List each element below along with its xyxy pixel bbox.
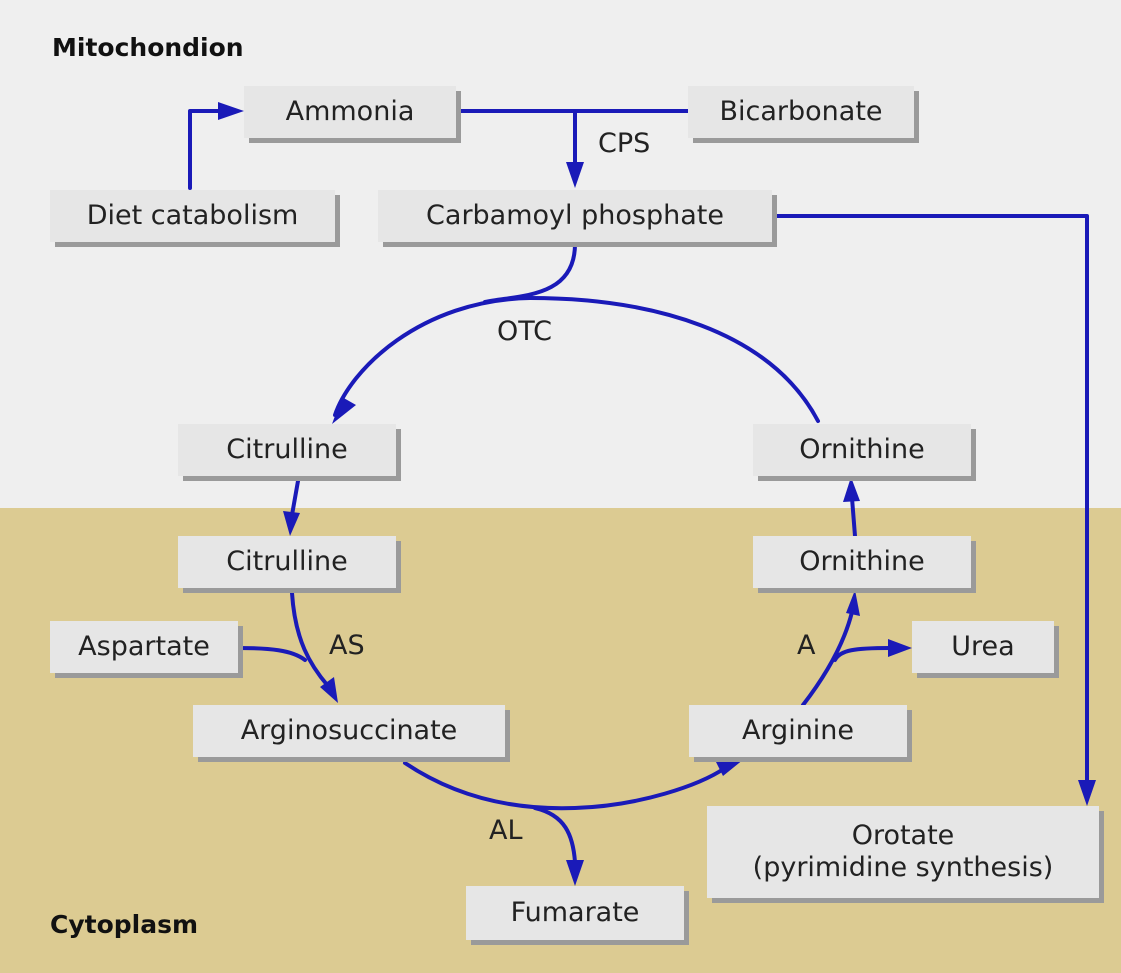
carbamoyl-phosphate-label: Carbamoyl phosphate: [426, 199, 724, 231]
bicarbonate-label: Bicarbonate: [719, 95, 883, 127]
carbamoyl-to-cycle-line: [483, 242, 577, 304]
ammonia-node: Ammonia: [244, 86, 456, 138]
fumarate-output-line: [533, 806, 577, 864]
citrulline-transport-arrowhead: [283, 511, 300, 536]
citrulline-cyto-node: Citrulline: [178, 536, 396, 588]
arginase-arc: [801, 610, 854, 707]
arginine-node: Arginine: [689, 705, 907, 757]
ornithine-transport-arrowhead: [843, 477, 860, 502]
arginine-label: Arginine: [741, 714, 855, 746]
citrulline-transport-arrow: [290, 479, 300, 517]
diet-catabolism-label: Diet catabolism: [86, 199, 299, 231]
as-enzyme-label: AS: [329, 630, 365, 661]
aspartate-node: Aspartate: [50, 621, 238, 673]
orotate-sublabel: (pyrimidine synthesis): [752, 852, 1054, 883]
ornithine-cyto-node: Ornithine: [753, 536, 971, 588]
diet-to-ammonia-arrow: [188, 109, 222, 190]
urea-node: Urea: [912, 621, 1054, 673]
diet-to-ammonia-arrowhead: [218, 102, 244, 120]
al-arc: [403, 761, 727, 811]
otc-enzyme-label: OTC: [497, 316, 553, 347]
bicarbonate-node: Bicarbonate: [688, 86, 914, 138]
otc-arrowhead: [332, 397, 356, 424]
carbamoyl-to-orotate-arrow: [770, 214, 1089, 784]
urea-arrowhead: [888, 639, 912, 657]
citrulline-mito-node: Citrulline: [178, 424, 396, 476]
cps-arrowhead: [566, 162, 584, 188]
al-enzyme-label: AL: [489, 815, 523, 846]
ornithine-cyto-label: Ornithine: [799, 545, 925, 577]
fumarate-label: Fumarate: [510, 896, 640, 928]
diet-catabolism-node: Diet catabolism: [50, 190, 335, 242]
as-arc: [290, 591, 330, 688]
aspartate-input-line: [235, 646, 307, 662]
orotate-label: Orotate: [851, 819, 955, 851]
urea-label: Urea: [951, 630, 1015, 662]
cps-enzyme-label: CPS: [598, 128, 651, 159]
carbamoyl-to-orotate-arrowhead: [1078, 780, 1096, 806]
fumarate-arrowhead: [566, 860, 584, 886]
ornithine-mito-label: Ornithine: [799, 433, 925, 465]
mitochondrion-label: Mitochondion: [52, 33, 244, 62]
ornithine-mito-node: Ornithine: [753, 424, 971, 476]
aspartate-label: Aspartate: [78, 630, 210, 662]
al-arrowhead: [716, 759, 744, 776]
arginase-arrowhead: [846, 590, 860, 616]
ammonia-label: Ammonia: [285, 95, 415, 127]
fumarate-node: Fumarate: [466, 886, 684, 940]
mitochondrion-region: [0, 0, 1121, 508]
citrulline-cyto-label: Citrulline: [226, 545, 348, 577]
otc-arc: [333, 296, 820, 423]
as-arrowhead: [320, 677, 338, 703]
arginosuccinate-label: Arginosuccinate: [240, 714, 458, 746]
a-enzyme-label: A: [797, 630, 816, 661]
urea-output-line: [833, 646, 892, 662]
arginosuccinate-node: Arginosuccinate: [193, 705, 505, 757]
ornithine-transport-arrow: [850, 496, 857, 538]
orotate-node: Orotate (pyrimidine synthesis): [707, 806, 1099, 898]
cytoplasm-label: Cytoplasm: [50, 910, 199, 939]
citrulline-mito-label: Citrulline: [226, 433, 348, 465]
carbamoyl-phosphate-node: Carbamoyl phosphate: [378, 190, 772, 242]
